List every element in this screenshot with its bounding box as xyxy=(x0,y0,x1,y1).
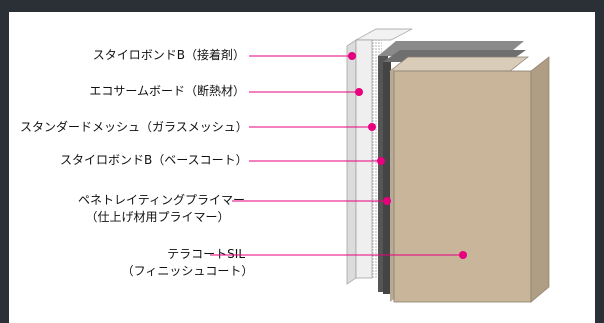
label-primer-line1: ペネトレイティングプライマー xyxy=(77,193,245,207)
marker-dots xyxy=(348,52,467,259)
dot-mesh xyxy=(368,123,376,131)
leader-lines xyxy=(210,55,463,256)
dot-adhesive xyxy=(348,52,356,60)
label-adhesive: スタイロボンドB（接着剤） xyxy=(92,48,245,62)
dot-insulation xyxy=(355,88,363,96)
label-basecoat: スタイロボンドB（ベースコート） xyxy=(60,153,248,167)
dot-basecoat xyxy=(377,157,385,165)
label-primer-line2: （仕上げ材用プライマー） xyxy=(85,210,230,224)
dot-finish xyxy=(459,251,467,259)
finish-board xyxy=(388,56,550,303)
dot-primer xyxy=(383,197,391,205)
insulation-board xyxy=(346,28,413,285)
label-mesh: スタンダードメッシュ（ガラスメッシュ） xyxy=(20,120,248,134)
label-finish-line1: テラコートSIL xyxy=(167,247,245,261)
label-insulation: エコサームボード（断熱材） xyxy=(89,84,245,98)
label-finish-line2: （フィニッシュコート） xyxy=(121,264,254,278)
